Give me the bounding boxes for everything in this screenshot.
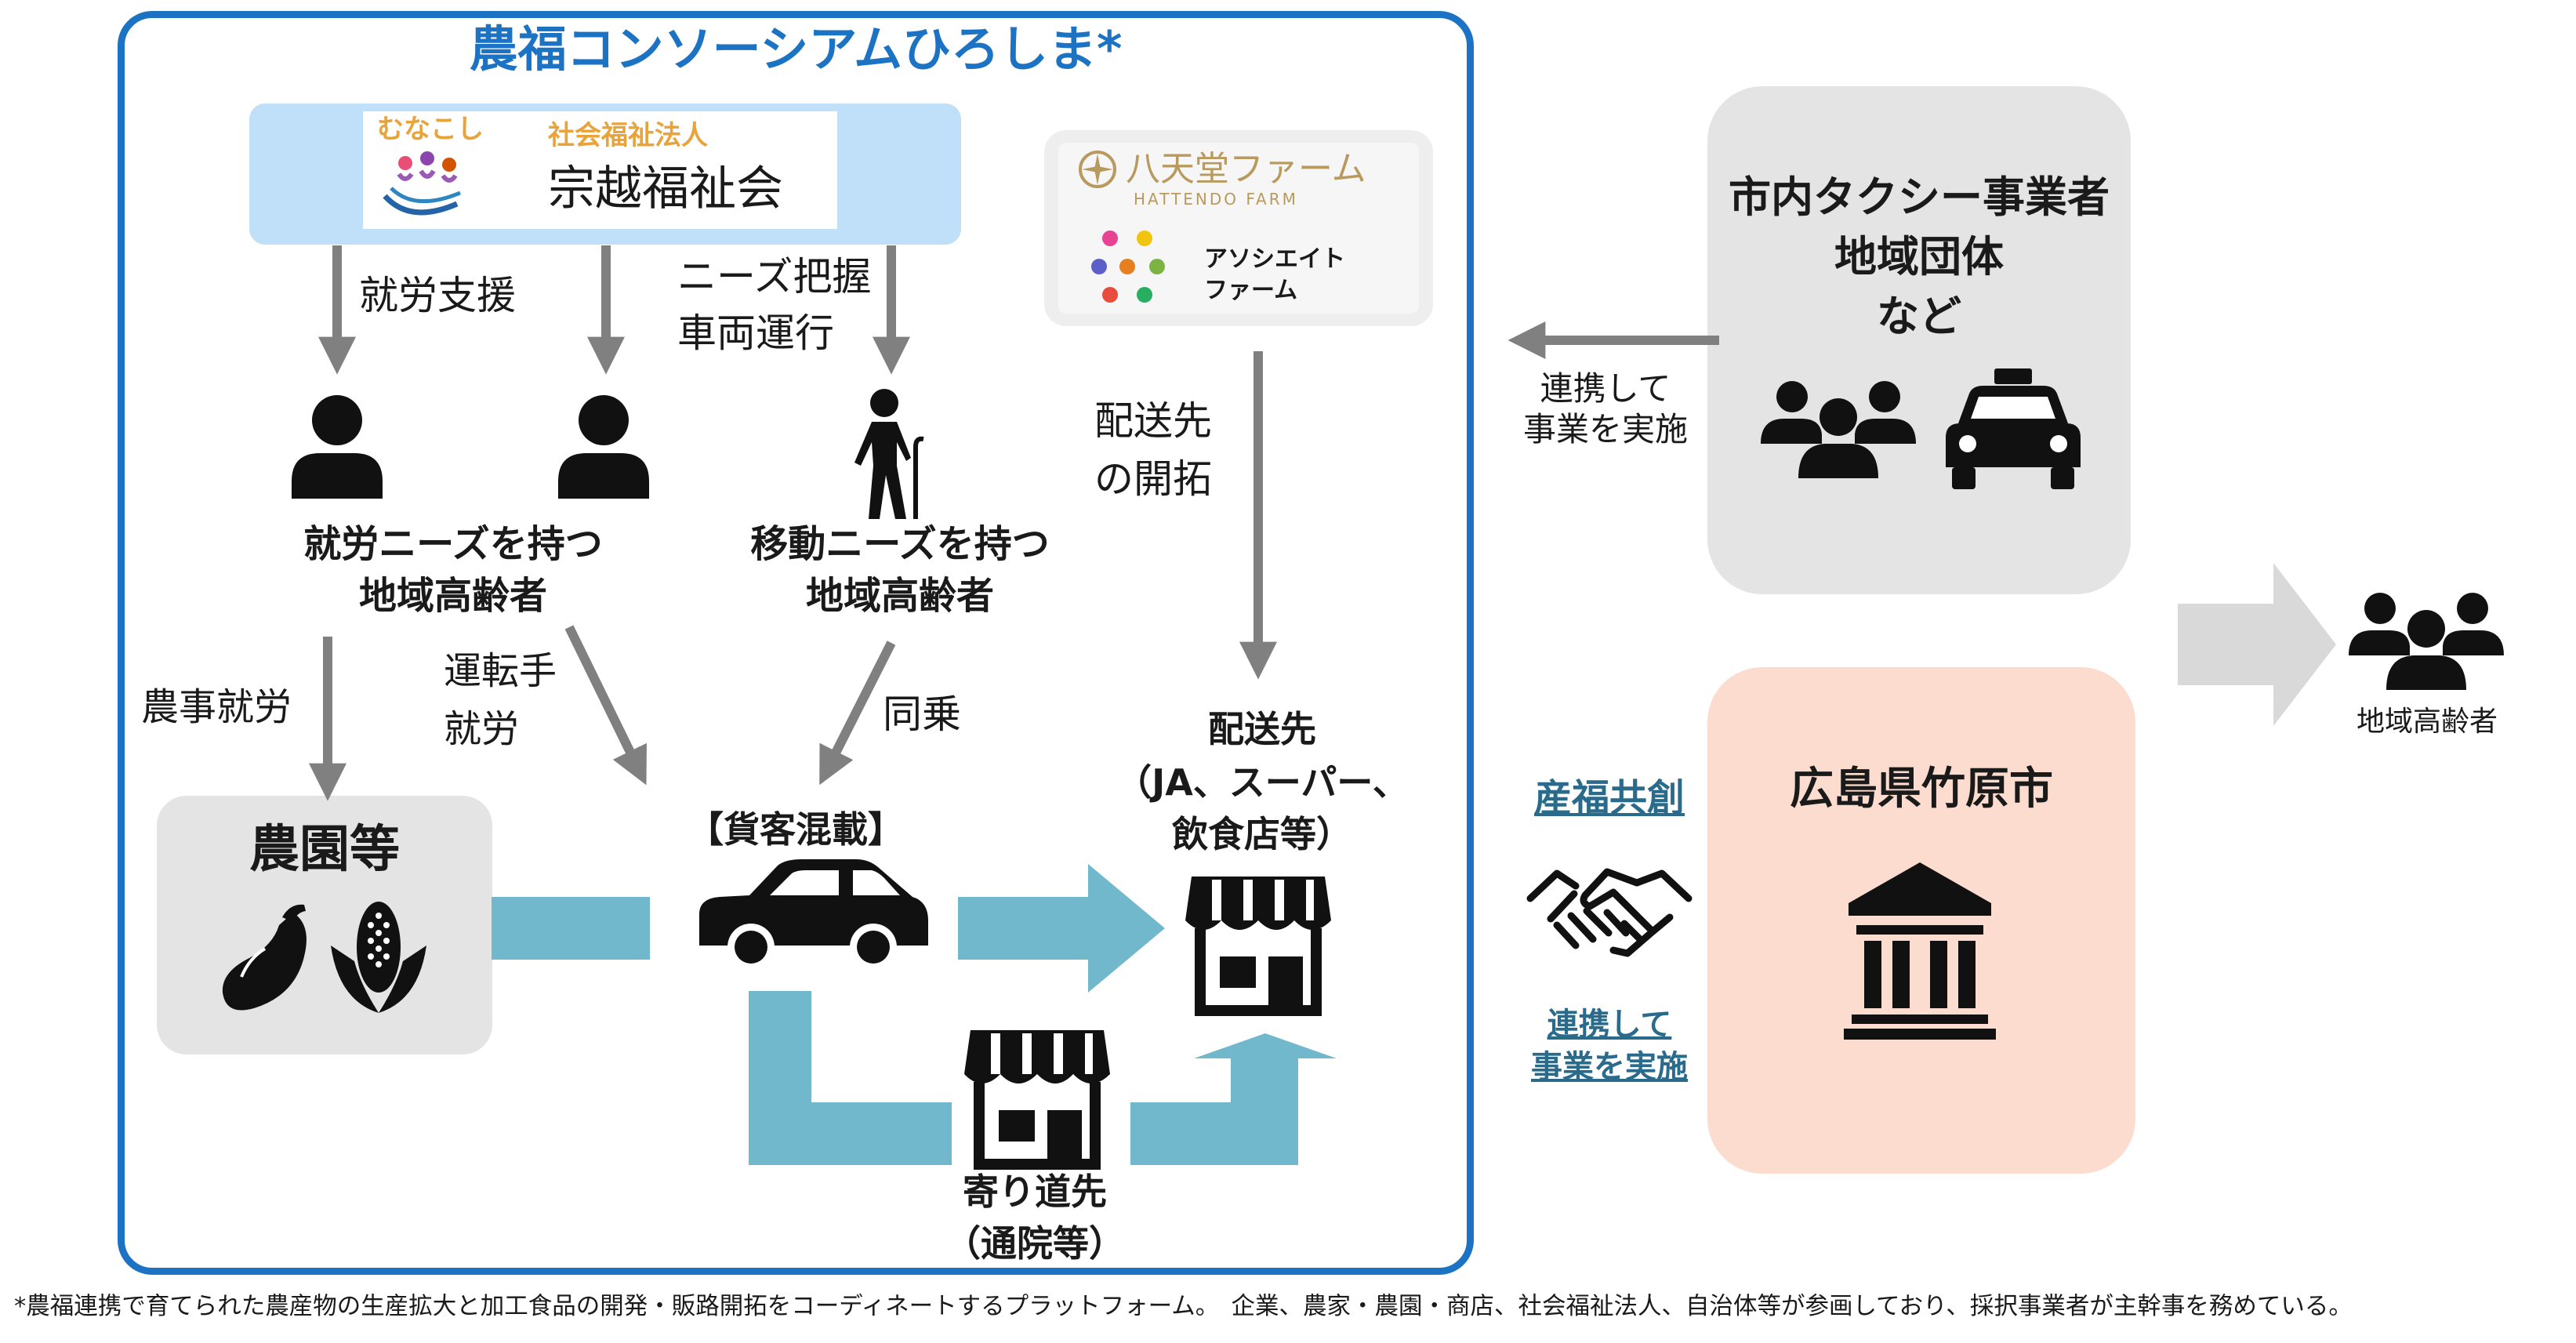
needs-label-line2: 車両運行 — [677, 310, 834, 356]
taxi-icon — [1946, 368, 2081, 489]
store-icon-destination — [1185, 877, 1331, 1016]
stopover-line2: （通院等） — [945, 1222, 1125, 1265]
org-logo-text: むなこし — [377, 114, 484, 145]
org-name: 宗越福祉会 — [548, 162, 783, 216]
mobility-elderly-line1: 移動ニーズを持つ — [750, 522, 1050, 566]
handshake-icon — [1526, 868, 1693, 957]
beneficiary-label: 地域高齢者 — [2356, 706, 2498, 738]
destination-line1: 配送先 — [1208, 708, 1316, 750]
associate-line1: アソシエイト — [1204, 245, 1345, 273]
partnership-title: 産福共創 — [1533, 776, 1685, 820]
group-icon-beneficiary — [2349, 593, 2504, 690]
government-building-icon — [1844, 862, 1996, 1040]
farm-logo: 八天堂ファーム HATTENDO FARM アソシエイト ファーム — [1058, 143, 1419, 314]
delivery-dev-line1: 配送先 — [1094, 398, 1212, 444]
associate-line2: ファーム — [1204, 277, 1298, 304]
taxi-operators-box — [1707, 86, 2131, 594]
needs-label-line1: ニーズ把握 — [677, 254, 872, 299]
person-icon-work-1 — [292, 395, 383, 499]
driver-label-line1: 運転手 — [444, 649, 557, 693]
eggplant-icon — [222, 904, 307, 1011]
fields-box — [157, 796, 492, 1054]
group-icon-taxi — [1761, 381, 1916, 478]
stopover-line1: 寄り道先 — [963, 1171, 1107, 1213]
partnership-line1: 連携して — [1547, 1007, 1672, 1043]
work-elderly-line2: 地域高齢者 — [358, 574, 547, 618]
taxi-line3: など — [1877, 292, 1961, 341]
driver-label-line2: 就労 — [444, 707, 520, 751]
taxi-line2: 地域団体 — [1834, 232, 2004, 281]
mobility-elderly-line2: 地域高齢者 — [805, 574, 994, 618]
farm-logo-sub: HATTENDO FARM — [1134, 190, 1298, 209]
delivery-dev-line2: の開拓 — [1094, 456, 1212, 502]
farm-logo-main: 八天堂ファーム — [1126, 149, 1366, 189]
fields-label: 農園等 — [249, 821, 400, 879]
footnote: *農福連携で育てられた農産物の生産拡大と加工食品の開発・販路開拓をコーディネート… — [14, 1293, 2353, 1320]
ride-share-label: 同乗 — [883, 691, 961, 737]
city-name: 広島県竹原市 — [1790, 764, 2053, 815]
consortium-title: 農福コンソーシアムひろしま* — [469, 20, 1123, 78]
car-icon — [699, 859, 928, 971]
destination-line2: （JA、スーパー、 — [1116, 761, 1409, 804]
cooperation-line2: 事業を実施 — [1522, 410, 1688, 448]
consortium-frame — [118, 11, 1474, 1275]
taxi-line1: 市内タクシー事業者 — [1729, 172, 2110, 222]
partnership-line2: 事業を実施 — [1531, 1049, 1688, 1085]
org-type: 社会福祉法人 — [548, 120, 708, 151]
cooperation-line1: 連携して — [1540, 369, 1671, 408]
city-box — [1707, 667, 2135, 1174]
associate-dots-icon — [1091, 230, 1165, 303]
person-icon-work-2 — [558, 395, 649, 499]
hattendo-logo-icon — [1079, 151, 1116, 188]
work-support-label: 就労支援 — [359, 273, 516, 318]
elderly-person-icon — [854, 389, 924, 519]
mixed-cargo-label: 【貨客混載】 — [688, 808, 904, 851]
big-gray-arrow — [2178, 563, 2336, 726]
corn-icon — [331, 902, 426, 1013]
org-figures-icon — [383, 151, 461, 216]
work-elderly-line1: 就労ニーズを持つ — [303, 522, 603, 566]
store-icon-stopover — [964, 1030, 1110, 1170]
farm-work-label: 農事就労 — [141, 685, 292, 729]
organization-logo: むなこし 社会福祉法人 宗越福祉会 — [363, 111, 837, 229]
destination-line3: 飲食店等） — [1172, 813, 1352, 855]
